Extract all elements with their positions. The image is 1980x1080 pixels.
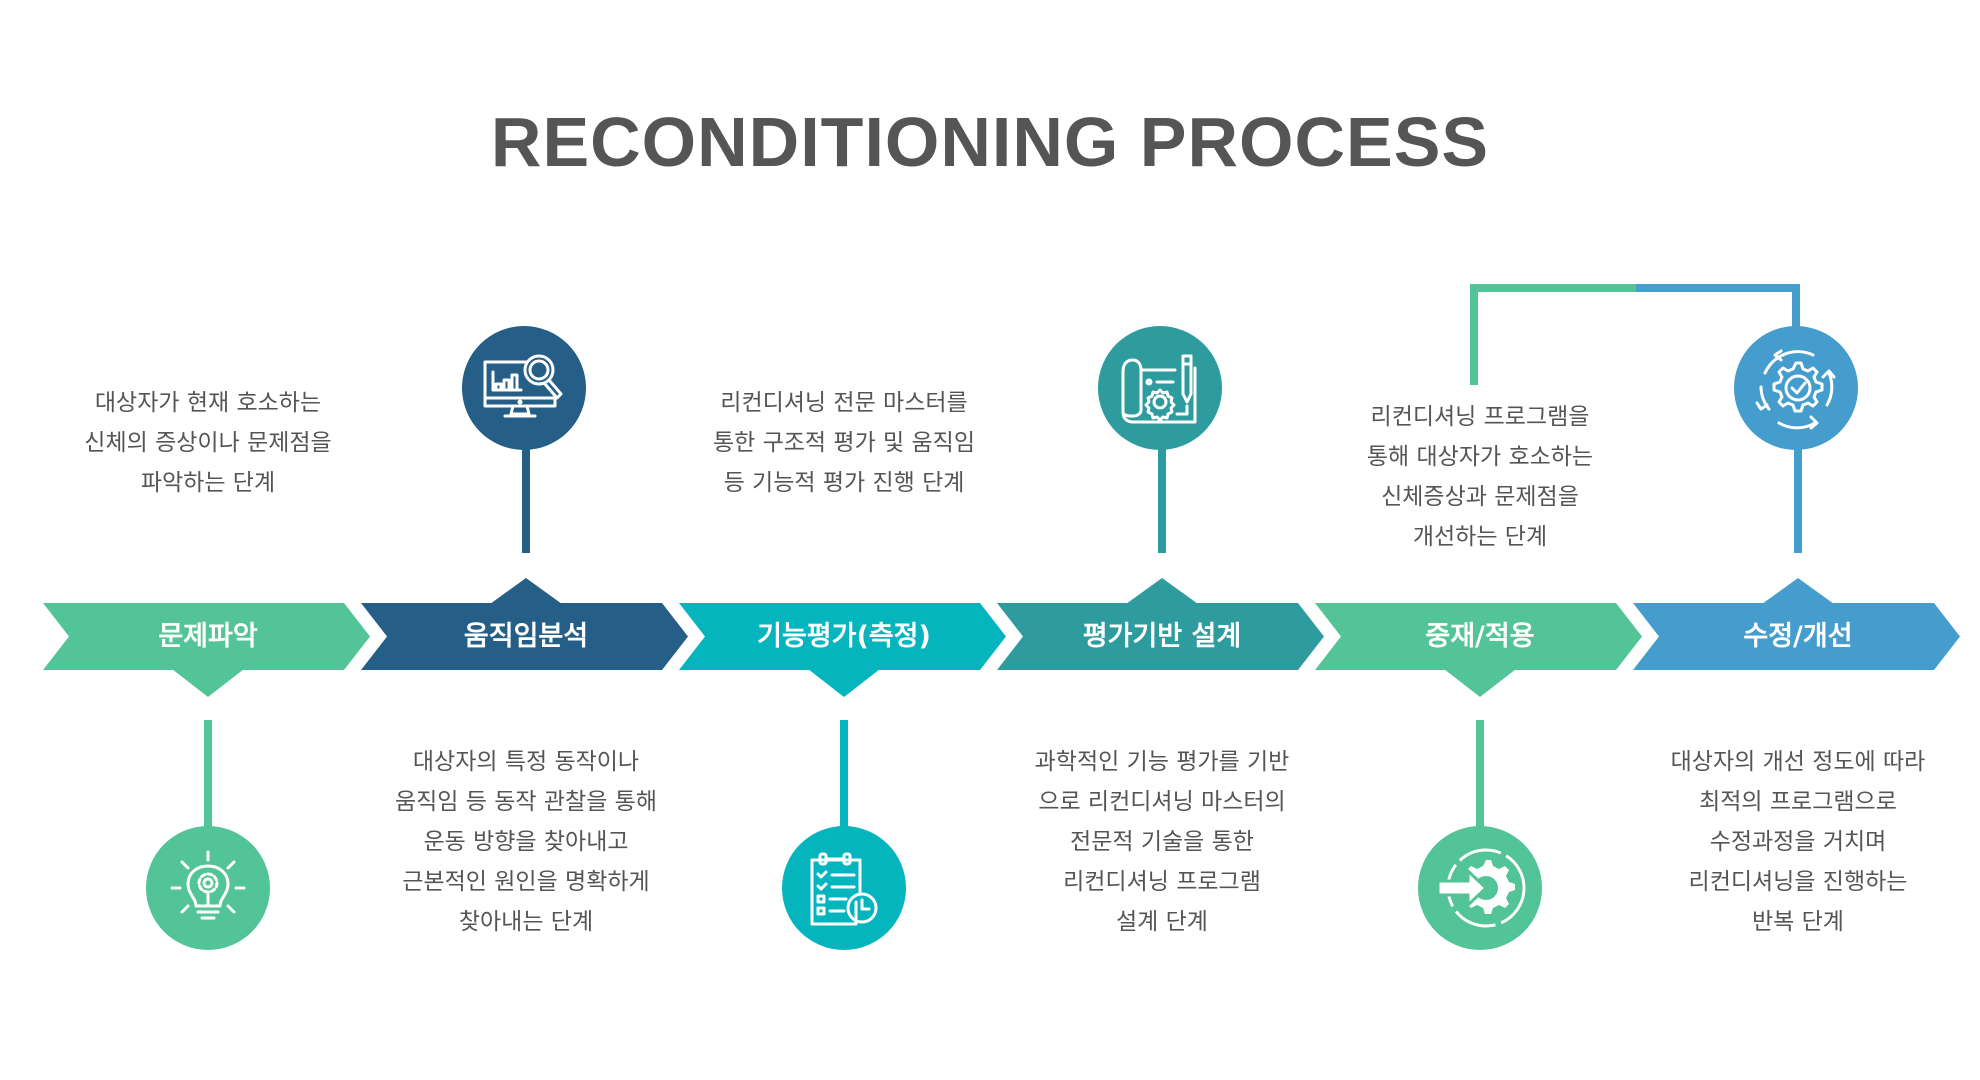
step-icon-circle-6 [1734, 326, 1858, 450]
step-description-4: 과학적인 기능 평가를 기반 으로 리컨디셔닝 마스터의 전문적 기술을 통한 … [982, 742, 1342, 942]
description-line: 찾아내는 단계 [458, 909, 594, 935]
description-line: 최적의 프로그램으로 [1699, 789, 1897, 815]
checklist-clock-icon [810, 852, 878, 926]
step-description-6: 대상자의 개선 정도에 따라 최적의 프로그램으로 수정과정을 거치며 리컨디셔… [1618, 742, 1978, 942]
description-line: 파악하는 단계 [140, 470, 276, 496]
step-notch-4 [1126, 578, 1198, 604]
step-notch-2 [490, 578, 562, 604]
step-description-5: 리컨디셔닝 프로그램을 통해 대상자가 호소하는 신체증상과 문제점을 개선하는… [1300, 397, 1660, 557]
step-arrow-3[interactable] [679, 603, 1006, 670]
description-line: 과학적인 기능 평가를 기반 [1034, 749, 1290, 775]
step-notch-3 [808, 669, 880, 697]
blueprint-gear-icon [1121, 354, 1197, 424]
step-description-1: 대상자가 현재 호소하는 신체의 증상이나 문제점을 파악하는 단계 [28, 383, 388, 503]
step-arrow-2[interactable] [361, 603, 688, 670]
step-icon-circle-5 [1418, 826, 1542, 950]
description-line: 통해 대상자가 호소하는 [1366, 444, 1594, 470]
description-line: 리컨디셔닝 프로그램을 [1370, 404, 1590, 430]
description-line: 리컨디셔닝 전문 마스터를 [720, 390, 968, 416]
step-stem-4 [1158, 440, 1166, 553]
step-arrow-1[interactable] [43, 603, 370, 670]
step-label-3[interactable]: 기능평가(측정) [757, 621, 931, 652]
step-label-6[interactable]: 수정/개선 [1743, 621, 1853, 652]
step-label-4[interactable]: 평가기반 설계 [1082, 621, 1242, 652]
description-line: 등 기능적 평가 진행 단계 [723, 470, 965, 496]
description-line: 설계 단계 [1116, 909, 1208, 935]
description-line: 리컨디셔닝 프로그램 [1063, 869, 1261, 895]
step-stem-5 [1476, 720, 1484, 830]
step-label-5[interactable]: 중재/적용 [1425, 621, 1535, 652]
page-title: RECONDITIONING PROCESS [490, 103, 1490, 181]
description-line: 전문적 기술을 통한 [1070, 829, 1254, 855]
description-line: 신체증상과 문제점을 [1381, 484, 1579, 510]
description-line: 대상자가 현재 호소하는 [94, 390, 322, 416]
step-arrow-6[interactable] [1633, 603, 1960, 670]
lightbulb-gear-icon [170, 850, 246, 920]
loop-connector-right-vertical [1792, 284, 1800, 329]
step-icon-circle-4 [1098, 326, 1222, 450]
step-icon-circle-1 [146, 826, 270, 950]
arrow-into-gear-icon [1436, 848, 1526, 928]
step-notch-6 [1762, 578, 1834, 604]
loop-connector-top-blue [1636, 284, 1800, 292]
step-stem-6 [1794, 440, 1802, 553]
step-icon-circle-3 [782, 826, 906, 950]
loop-connector-top-green [1470, 284, 1636, 292]
step-notch-1 [172, 669, 244, 697]
description-line: 리컨디셔닝을 진행하는 [1688, 869, 1908, 895]
description-line: 신체의 증상이나 문제점을 [84, 430, 332, 456]
description-line: 개선하는 단계 [1412, 524, 1548, 550]
step-label-2[interactable]: 움직임분석 [463, 621, 589, 652]
step-icon-circle-2 [462, 326, 586, 450]
description-line: 움직임 등 동작 관찰을 통해 [394, 789, 657, 815]
step-arrow-4[interactable] [997, 603, 1324, 670]
step-arrow-5[interactable] [1315, 603, 1642, 670]
step-description-3: 리컨디셔닝 전문 마스터를 통한 구조적 평가 및 움직임 등 기능적 평가 진… [664, 383, 1024, 503]
description-line: 통한 구조적 평가 및 움직임 [712, 430, 975, 456]
step-stem-3 [840, 720, 848, 830]
description-line: 운동 방향을 찾아내고 [423, 829, 629, 855]
step-description-2: 대상자의 특정 동작이나 움직임 등 동작 관찰을 통해 운동 방향을 찾아내고… [346, 742, 706, 942]
step-stem-2 [522, 440, 530, 553]
step-stem-1 [204, 720, 212, 830]
description-line: 으로 리컨디셔닝 마스터의 [1038, 789, 1286, 815]
description-line: 대상자의 개선 정도에 따라 [1670, 749, 1926, 775]
description-line: 수정과정을 거치며 [1709, 829, 1887, 855]
step-notch-5 [1444, 669, 1516, 697]
description-line: 대상자의 특정 동작이나 [412, 749, 640, 775]
step-label-1[interactable]: 문제파악 [158, 621, 258, 652]
monitor-analytics-icon [483, 354, 563, 418]
loop-connector [1470, 284, 1800, 385]
loop-connector-left-vertical [1470, 284, 1478, 385]
description-line: 근본적인 원인을 명확하게 [402, 869, 650, 895]
gear-cycle-check-icon [1755, 349, 1836, 430]
description-line: 반복 단계 [1752, 909, 1844, 935]
